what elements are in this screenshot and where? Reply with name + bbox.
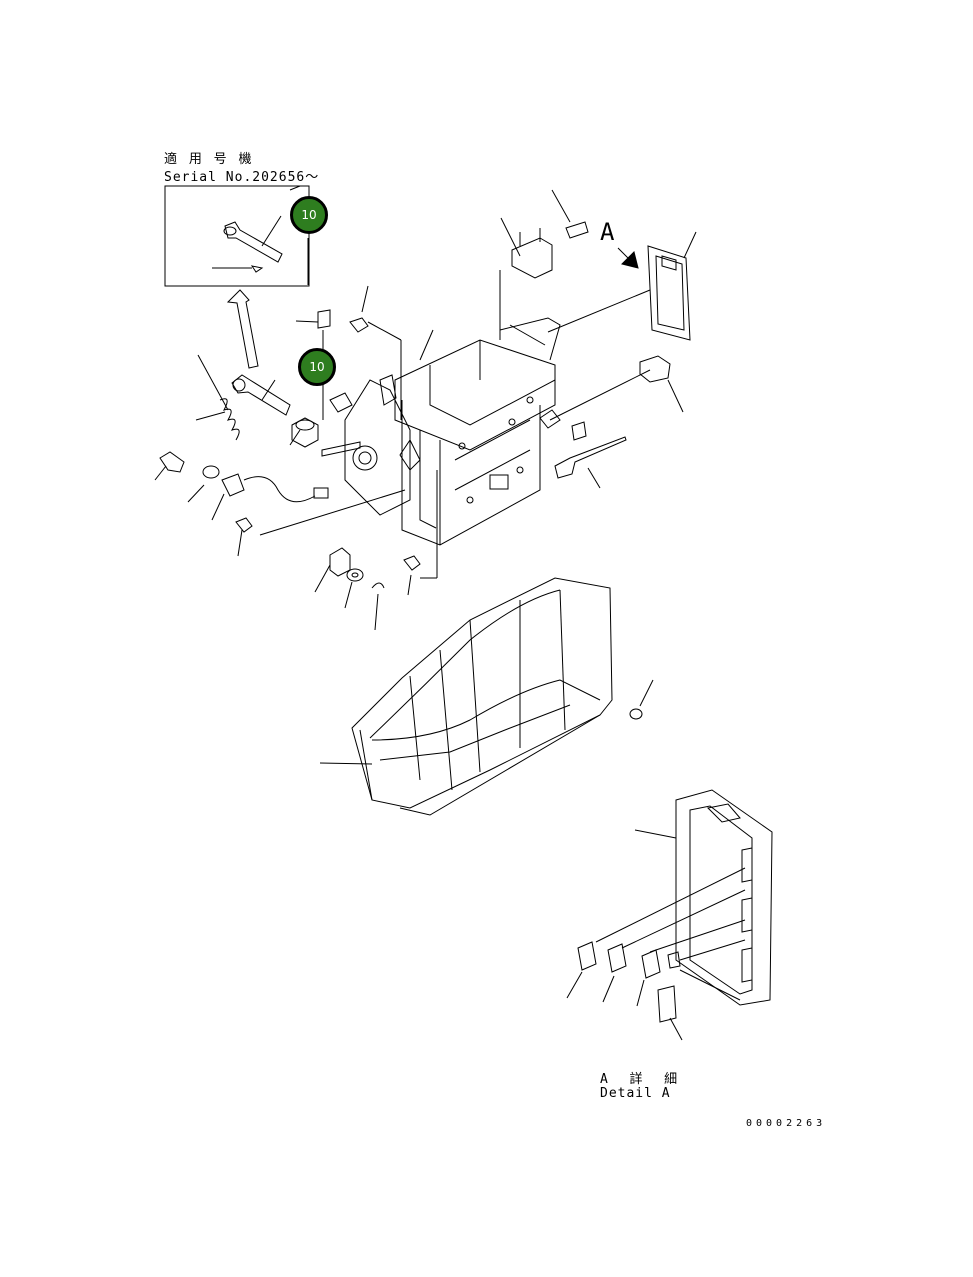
serial-inset xyxy=(164,185,310,287)
applicable-serial: Serial No.202656～ xyxy=(164,170,320,185)
sensor-harness xyxy=(159,451,329,503)
main-frame xyxy=(394,317,561,546)
detail-a-marker: A xyxy=(600,218,615,246)
detail-arrow xyxy=(617,247,639,269)
small-hardware xyxy=(235,309,421,589)
side-cover xyxy=(647,245,691,341)
detail-caption-jp: A 詳 細 xyxy=(600,1072,680,1087)
detail-caption-en: Detail A xyxy=(600,1086,671,1101)
pin-spring-parts xyxy=(219,374,319,448)
applicable-header-jp: 適 用 号 機 xyxy=(164,152,254,167)
detail-a-panel xyxy=(595,789,773,1006)
console-cover xyxy=(351,577,643,816)
drawing-number: 00002263 xyxy=(746,1118,827,1129)
detail-a-clips xyxy=(577,941,681,1023)
part-callout-badge-middle: 10 xyxy=(298,348,336,386)
up-arrow xyxy=(226,289,259,369)
top-bracket xyxy=(511,221,589,279)
lever-plate xyxy=(321,374,421,516)
inset-pin xyxy=(212,215,283,273)
right-bracket xyxy=(539,355,671,441)
cable-tie xyxy=(554,436,627,479)
part-callout-badge-top: 10 xyxy=(290,196,328,234)
leader-lines xyxy=(154,189,697,1041)
